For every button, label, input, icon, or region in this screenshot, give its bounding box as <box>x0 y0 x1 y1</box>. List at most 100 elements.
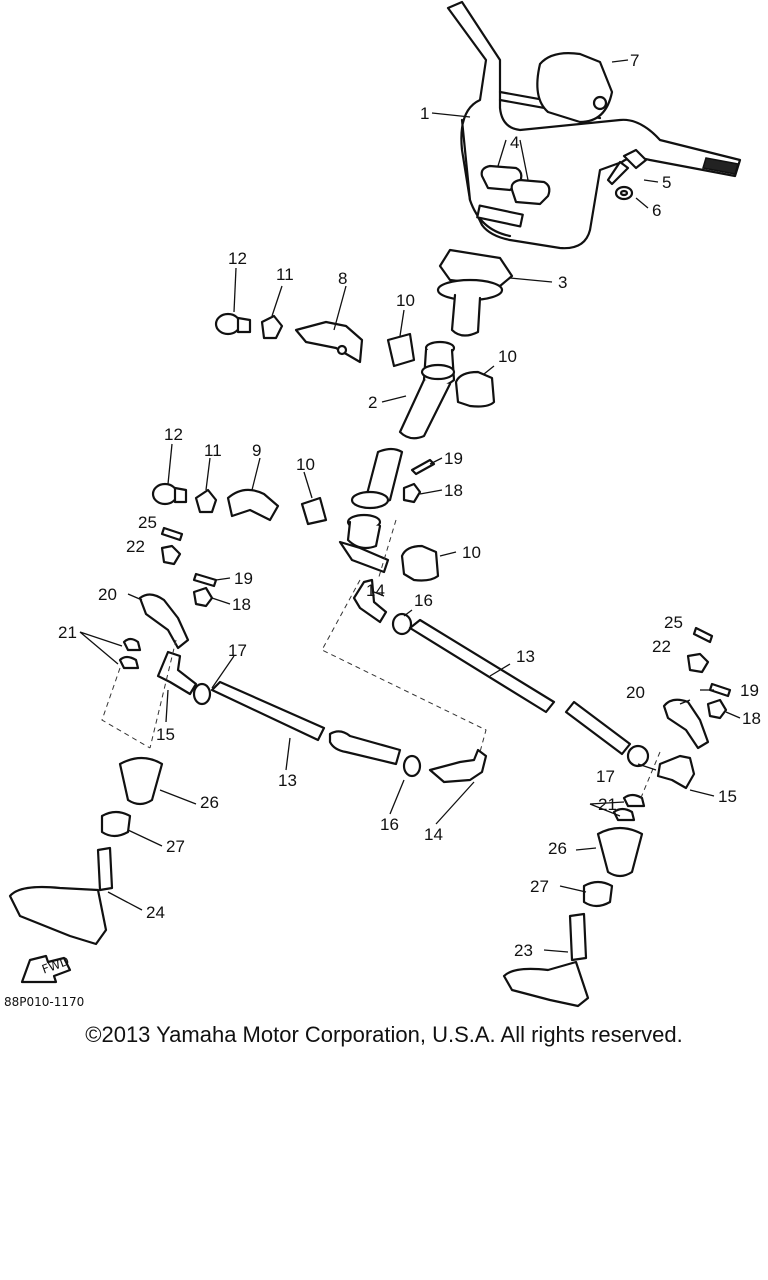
callout-13b: 13 <box>278 771 297 790</box>
callout-25a: 25 <box>138 513 157 532</box>
cotter-pins-21-left <box>118 637 142 670</box>
callout-2: 2 <box>368 393 377 412</box>
callout-18c: 18 <box>742 709 761 728</box>
bushing-10-lower-a <box>300 496 328 526</box>
leader-lines <box>79 59 741 953</box>
tie-rod-13-left <box>210 680 402 766</box>
cone-26-right <box>596 826 644 878</box>
callout-16b: 16 <box>380 815 399 834</box>
callout-1: 1 <box>420 104 429 123</box>
callout-12a: 12 <box>228 249 247 268</box>
cotter-pin-19-center <box>410 458 436 476</box>
fwd-arrow: FWD <box>20 954 72 984</box>
bushing-27-left <box>100 810 132 838</box>
bushing-10-lower-b <box>400 544 440 582</box>
callout-20a: 20 <box>98 585 117 604</box>
tie-rod-end-15-right <box>656 754 696 790</box>
bolt-12-upper <box>214 312 252 336</box>
callout-18b: 18 <box>232 595 251 614</box>
nut-18-left <box>192 586 214 608</box>
bolt-12-lower <box>151 482 188 506</box>
steering-column-top-3 <box>436 248 514 337</box>
bracket-9 <box>226 488 280 522</box>
callout-9: 9 <box>252 441 261 460</box>
tie-rod-end-15-left <box>156 650 198 696</box>
callout-12b: 12 <box>164 425 183 444</box>
cotter-pin-19-right <box>708 682 732 698</box>
washer-6 <box>614 185 634 201</box>
callout-15b: 15 <box>718 787 737 806</box>
callout-8: 8 <box>338 269 347 288</box>
handlebar-clamp-7 <box>536 52 614 124</box>
knuckle-arm-20-right <box>662 698 710 750</box>
cotter-pins-21-right <box>612 793 646 822</box>
callout-24: 24 <box>146 903 165 922</box>
callout-18a: 18 <box>444 481 463 500</box>
callout-17b: 17 <box>596 767 615 786</box>
callout-3: 3 <box>558 273 567 292</box>
bushing-27-right <box>582 880 614 908</box>
knuckle-24-left <box>8 846 114 946</box>
locknut-17-right <box>626 744 650 768</box>
callout-10a: 10 <box>396 291 415 310</box>
nut-18-right <box>706 698 728 720</box>
knuckle-arm-20-left <box>138 593 190 650</box>
handlebar-holders-4 <box>480 164 551 206</box>
callout-26a: 26 <box>200 793 219 812</box>
exploded-parts-diagram: FWD <box>4 0 761 1009</box>
callout-17a: 17 <box>228 641 247 660</box>
handlebar <box>446 0 742 250</box>
callout-25b: 25 <box>664 613 683 632</box>
assembly-lines <box>101 519 661 801</box>
callout-14b: 14 <box>424 825 443 844</box>
callout-16a: 16 <box>414 591 433 610</box>
steering-column-lower <box>338 447 404 574</box>
callout-23: 23 <box>514 941 533 960</box>
callout-13a: 13 <box>516 647 535 666</box>
callout-14a: 14 <box>366 581 385 600</box>
callout-11a: 11 <box>276 265 294 284</box>
callout-19b: 19 <box>234 569 253 588</box>
callout-26b: 26 <box>548 839 567 858</box>
locknut-17-left <box>192 682 212 706</box>
callout-labels: 1 2 3 4 5 6 7 8 9 10 10 10 10 11 11 12 1… <box>58 51 761 960</box>
callout-21a: 21 <box>58 623 77 642</box>
callout-22b: 22 <box>652 637 671 656</box>
callout-19a: 19 <box>444 449 463 468</box>
callout-5: 5 <box>662 173 671 192</box>
cone-26-left <box>118 756 164 806</box>
callout-27b: 27 <box>530 877 549 896</box>
locknut-16-left <box>402 754 422 778</box>
nut-11-upper <box>260 314 284 340</box>
copyright-notice: ©2013 Yamaha Motor Corporation, U.S.A. A… <box>85 1022 683 1047</box>
nut-18-center <box>402 482 422 504</box>
callout-19c: 19 <box>740 681 759 700</box>
callout-7: 7 <box>630 51 639 70</box>
drawing-code: 88P010-1170 <box>4 995 84 1009</box>
tie-rod-13-right <box>408 618 632 756</box>
callout-10c: 10 <box>296 455 315 474</box>
callout-4: 4 <box>510 133 519 152</box>
nut-11-lower <box>194 488 218 514</box>
bracket-8 <box>294 320 364 364</box>
callout-21b: 21 <box>598 795 617 814</box>
knuckle-23-right <box>502 912 590 1008</box>
tie-rod-end-14-center <box>352 578 388 624</box>
nut-22-right <box>686 652 710 674</box>
bolt-5 <box>606 148 648 186</box>
cotter-pin-25-left <box>160 526 184 542</box>
steering-column-2 <box>398 340 456 440</box>
cotter-pin-19-left <box>192 572 218 588</box>
nut-22-left <box>160 544 182 566</box>
callout-10d: 10 <box>462 543 481 562</box>
callout-27a: 27 <box>166 837 185 856</box>
callout-20b: 20 <box>626 683 645 702</box>
tie-rod-end-14-left <box>428 748 488 784</box>
locknut-16-center <box>391 612 413 636</box>
callout-11b: 11 <box>204 441 222 460</box>
callout-22a: 22 <box>126 537 145 556</box>
bushing-10-upper-b <box>454 370 496 408</box>
cotter-pin-25-right <box>692 626 714 644</box>
callout-10b: 10 <box>498 347 517 366</box>
callout-6: 6 <box>652 201 661 220</box>
